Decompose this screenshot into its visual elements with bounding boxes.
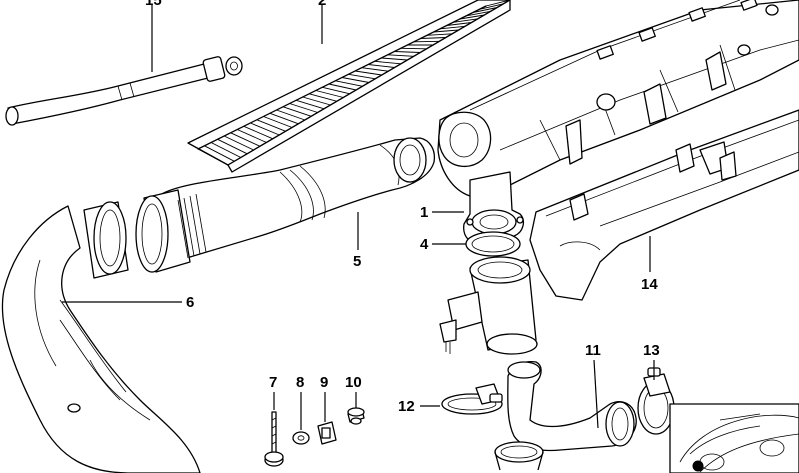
filter-pleat [263,116,293,128]
car-location-inset [669,403,799,473]
callout-2: 2 [318,0,326,9]
filter-pleat [335,80,363,87]
filter-pleat [433,29,459,33]
hose-clamp-12 [441,383,503,415]
filter-pleat [459,14,485,20]
grommet-10 [347,407,365,425]
filter-pleat [210,142,242,158]
callout-15: 15 [145,0,162,9]
nut-9 [317,421,337,445]
coolant-hose [494,360,637,471]
intake-air-duct [135,137,436,273]
filter-pleat [322,86,350,95]
filter-pleat [368,64,395,68]
hose-clamp-13 [637,367,675,435]
filter-pleat [453,18,479,23]
callout-1: 1 [420,204,428,221]
filter-pleat [427,33,453,36]
filter-pleat [394,51,421,53]
filter-pleat [230,132,261,147]
filter-pleat [328,83,357,91]
filter-pleat [466,10,491,17]
callout-7: 7 [269,374,277,391]
filter-pleat [472,7,498,13]
callout-9: 9 [320,374,328,391]
filter-pleat [479,3,504,10]
filter-pleat [381,57,408,61]
filter-pleat [315,90,344,98]
intake-manifold [437,0,799,197]
filter-pleat [256,119,286,132]
air-filter-element [187,0,511,173]
filter-pleat [250,122,280,136]
filter-pleat [276,109,306,121]
filter-pleat [289,103,318,113]
leader-lines [62,4,655,430]
callout-6: 6 [186,294,194,311]
callout-labels: 15 2 1 4 5 6 7 8 9 10 11 12 13 14 [145,0,660,415]
callout-10: 10 [345,374,362,391]
callout-4: 4 [420,236,429,253]
intake-hose [1,201,201,473]
filter-pleat [302,96,331,106]
filter-pleat [296,99,325,110]
heat-shield [529,109,799,301]
filter-pleat [341,77,370,83]
callout-11: 11 [585,342,601,359]
washer-8 [292,431,310,445]
o-ring [465,231,521,257]
filter-pleat [374,60,402,65]
callout-12: 12 [398,398,415,415]
vent-hose-part [5,56,243,126]
filter-pleat [446,22,472,26]
throttle-adapter [463,171,525,245]
filter-pleat [348,73,376,80]
filter-pleat [197,148,229,166]
filter-pleat [400,47,427,50]
filter-pleat [420,37,446,39]
filter-pleat [224,135,254,151]
filter-pleat [282,106,312,117]
filter-pleat [361,67,389,72]
filter-pleat [309,93,338,102]
callout-13: 13 [643,342,660,359]
filter-pleat [485,0,511,7]
callout-8: 8 [296,374,304,391]
filter-pleat [243,125,274,140]
filter-pleat [387,54,414,57]
callout-5: 5 [353,253,361,270]
callout-14: 14 [641,276,658,293]
location-marker-icon [692,460,704,472]
filter-pleat [355,70,382,76]
filter-pleat [440,25,466,30]
filter-pleat [237,129,267,143]
screw-7 [264,411,284,467]
filter-pleat [217,138,248,155]
filter-pleat [413,40,440,43]
filter-pleat [269,112,299,125]
air-mass-meter [439,256,538,355]
filter-pleat [204,145,235,162]
